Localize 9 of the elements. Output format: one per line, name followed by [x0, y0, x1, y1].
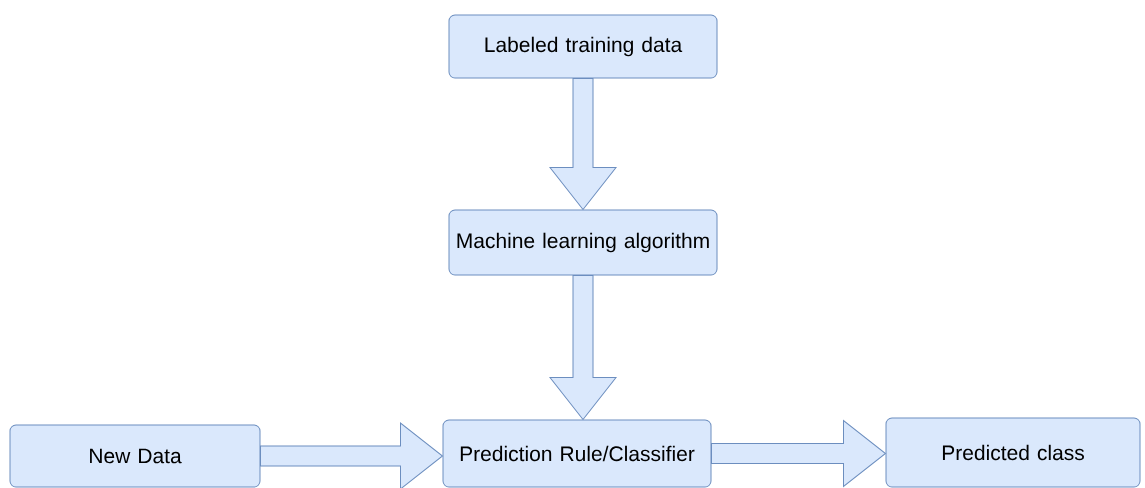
- block-arrow: [260, 422, 443, 488]
- block-arrow: [549, 275, 617, 420]
- process-box: Labeled training data: [448, 14, 718, 79]
- block-arrow: [711, 420, 886, 487]
- process-box: Prediction Rule/Classifier: [442, 419, 712, 488]
- process-box: Machine learning algorithm: [448, 209, 718, 276]
- process-box: Predicted class: [885, 417, 1141, 488]
- block-arrow: [549, 78, 617, 210]
- process-box: New Data: [9, 424, 261, 488]
